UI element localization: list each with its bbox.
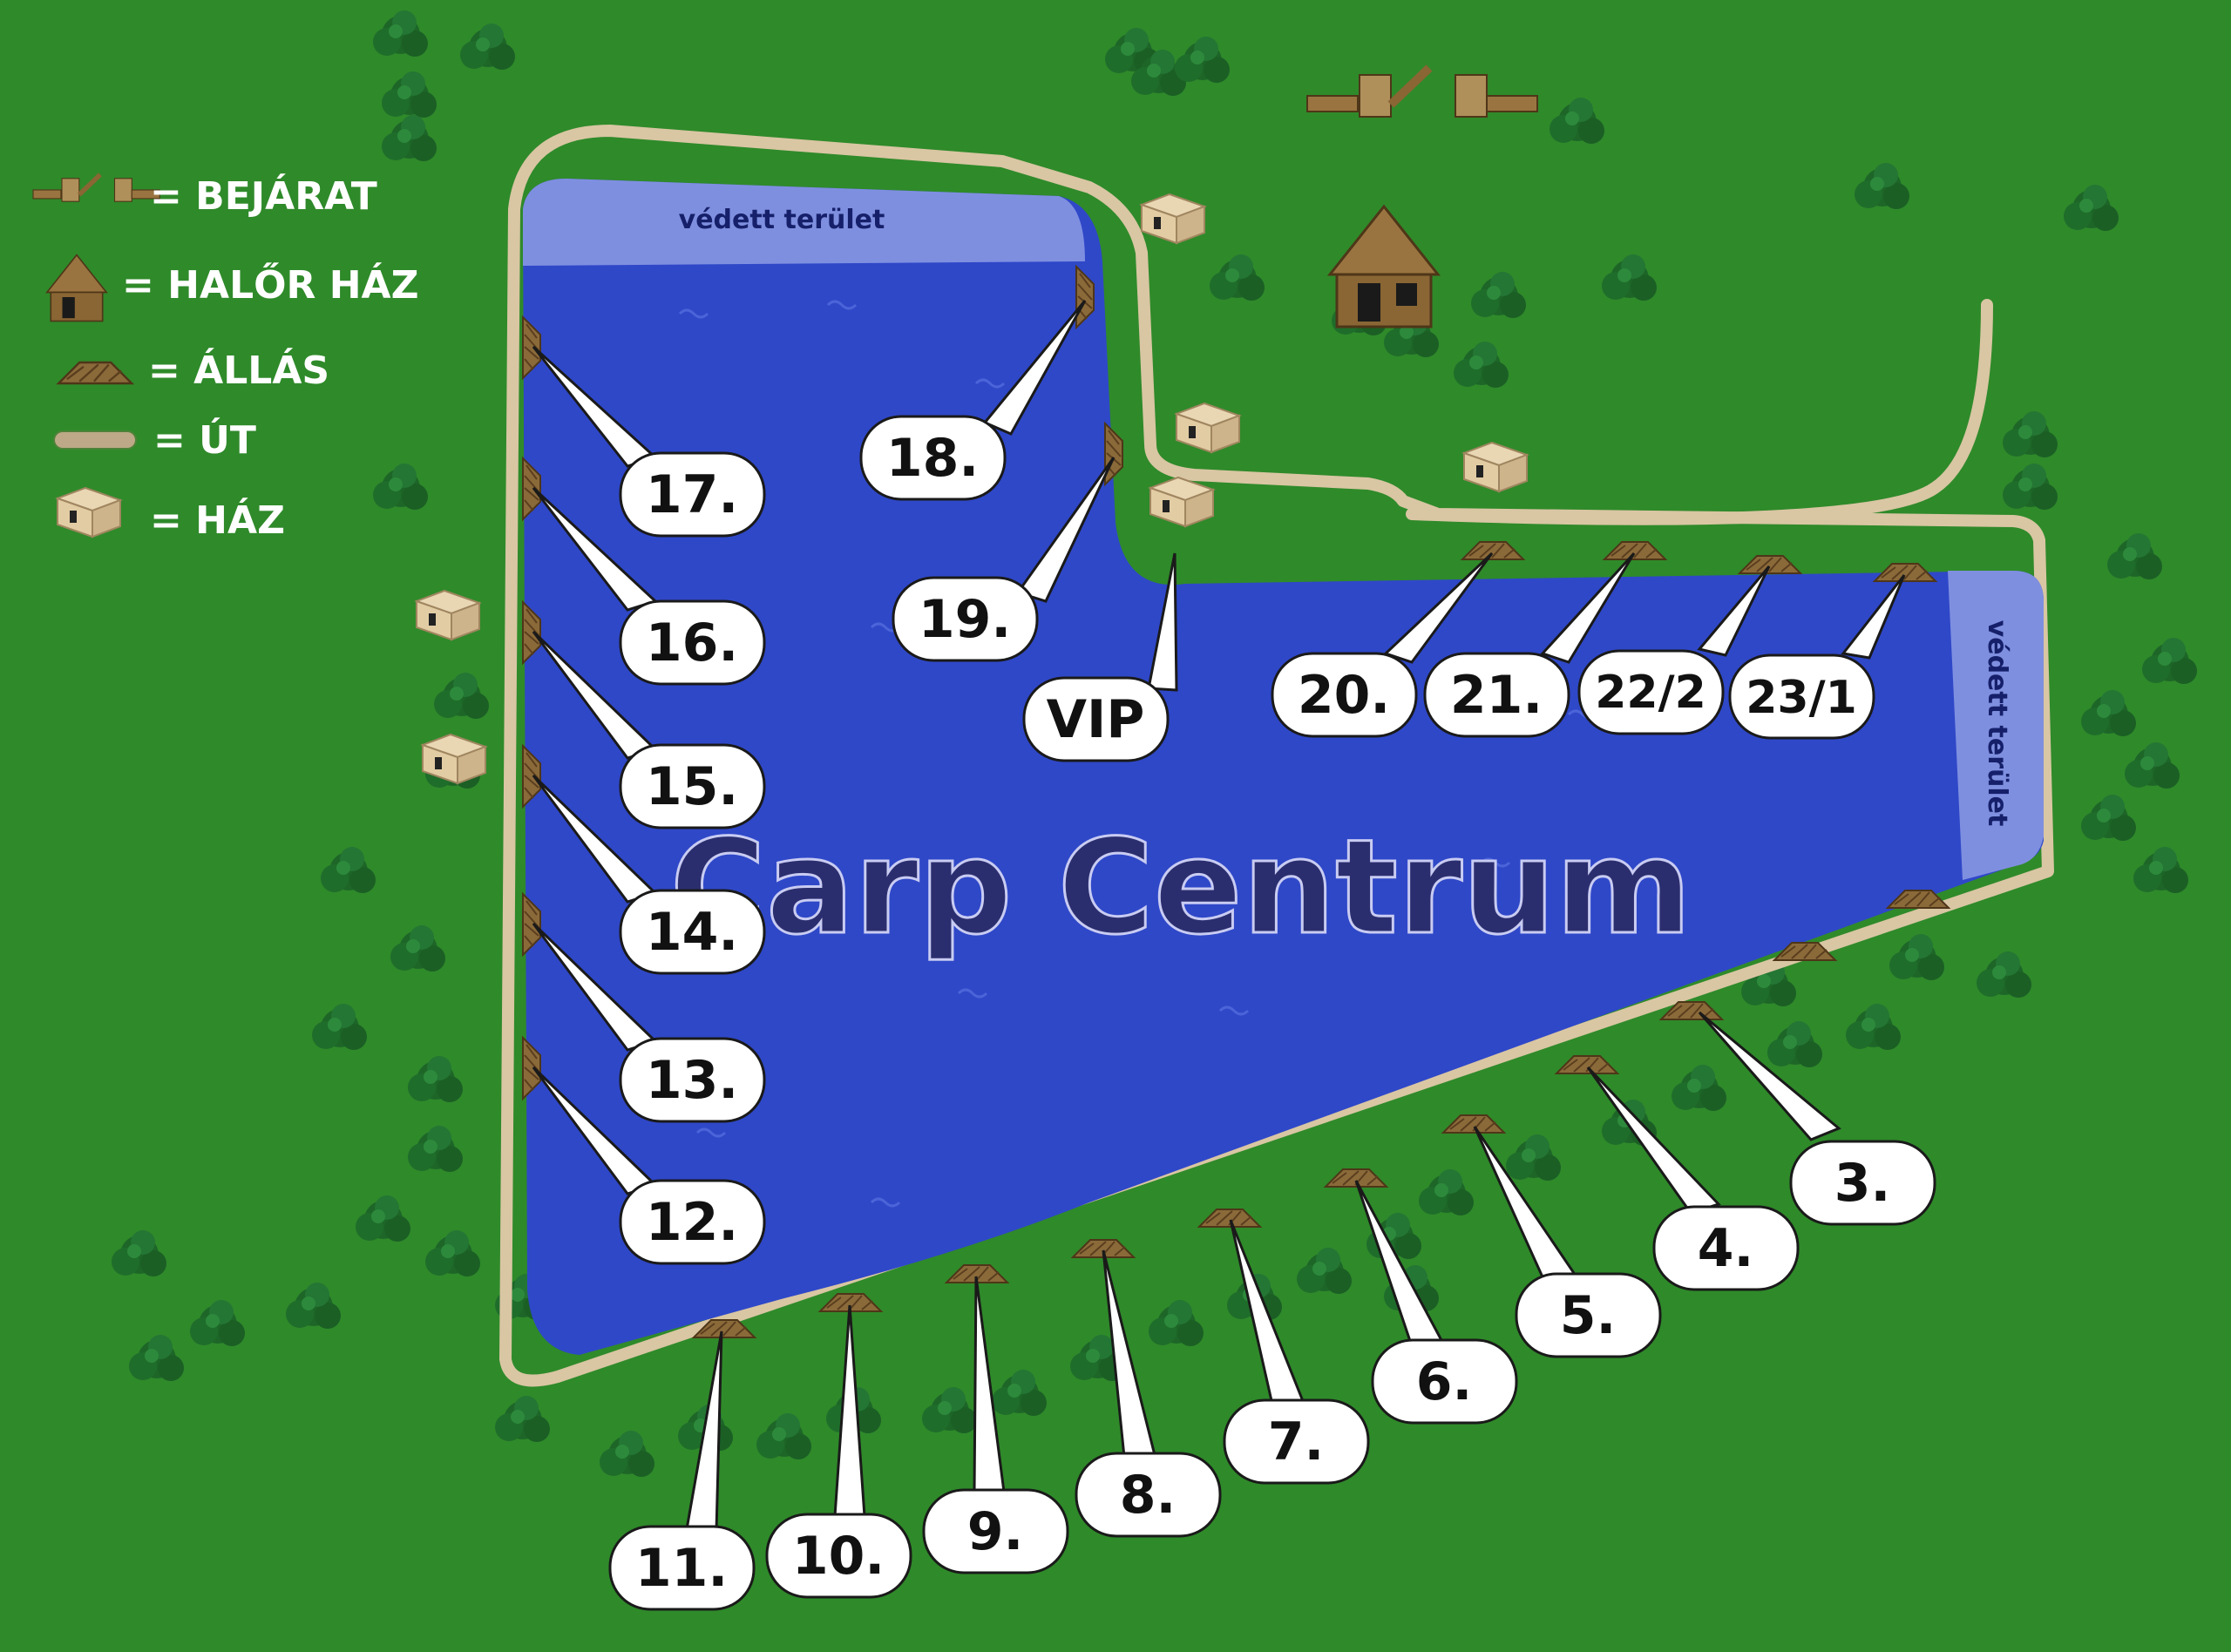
fishing-spot-icon xyxy=(1604,541,1666,560)
spot-label-10: 10. xyxy=(792,1526,885,1587)
spot-label-5: 5. xyxy=(1560,1285,1617,1346)
spot-label-13: 13. xyxy=(646,1050,738,1111)
spot-label-15: 15. xyxy=(646,756,738,817)
map-title: Carp Centrum xyxy=(670,812,1692,964)
spot-callouts xyxy=(532,300,1936,1611)
fishing-spot-icon xyxy=(1442,1114,1505,1134)
spot-label-11: 11. xyxy=(635,1538,728,1599)
road xyxy=(499,125,2054,1387)
entrance-gate-icon xyxy=(32,173,160,202)
spot-label-19: 19. xyxy=(919,589,1011,650)
legend-label-house: = HÁZ xyxy=(150,497,285,543)
spot-labels: 3. 4. 5. 6. 7. 8. 9. 10. 11. 12. 13. 14.… xyxy=(635,428,1890,1599)
legend-label-road: = ÚT xyxy=(153,416,256,463)
spot-label-7: 7. xyxy=(1268,1412,1325,1473)
spot-label-4: 4. xyxy=(1698,1218,1754,1279)
spot-label-9: 9. xyxy=(967,1501,1024,1562)
spot-label-vip: VIP xyxy=(1047,689,1145,750)
legend-label-warden-house: = HALŐR HÁZ xyxy=(122,261,418,308)
spot-label-16: 16. xyxy=(646,613,738,674)
spot-label-22-2: 22/2 xyxy=(1595,667,1706,719)
house-icon xyxy=(57,487,121,538)
fishing-spot-icon xyxy=(1739,555,1801,574)
fishing-spot-icon xyxy=(57,361,133,385)
legend: = BEJÁRAT = HALŐR HÁZ = ÁLLÁS = ÚT = HÁZ xyxy=(32,173,418,543)
entrance-gate-icon xyxy=(1306,64,1538,118)
fishing-spot-icon xyxy=(1874,563,1936,582)
protected-area-east xyxy=(1948,571,2044,880)
spot-label-12: 12. xyxy=(646,1192,738,1253)
fishing-spot-icon xyxy=(1556,1055,1618,1074)
warden-hut-icon xyxy=(45,254,108,322)
spot-label-3: 3. xyxy=(1834,1153,1891,1214)
spot-label-14: 14. xyxy=(646,902,738,963)
spot-label-6: 6. xyxy=(1416,1351,1473,1412)
spot-label-18: 18. xyxy=(886,428,979,489)
protected-area-label: védett terület xyxy=(679,205,885,235)
legend-label-spot: = ÁLLÁS xyxy=(148,347,329,393)
legend-label-entrance: = BEJÁRAT xyxy=(150,173,377,219)
fishing-spot-icon xyxy=(1198,1209,1261,1228)
protected-area-north xyxy=(523,179,1085,266)
spot-label-17: 17. xyxy=(646,464,738,525)
fishing-spot-icon xyxy=(1104,423,1123,485)
spot-label-23-1: 23/1 xyxy=(1746,672,1857,724)
road-branch xyxy=(1406,299,1993,525)
spot-label-21: 21. xyxy=(1450,665,1543,726)
fishing-spot-icon xyxy=(1461,541,1524,560)
protected-area-label: védett terület xyxy=(1982,620,2012,827)
spot-label-8: 8. xyxy=(1120,1465,1177,1526)
spot-label-20: 20. xyxy=(1298,665,1390,726)
warden-hut-icon xyxy=(1326,204,1441,328)
